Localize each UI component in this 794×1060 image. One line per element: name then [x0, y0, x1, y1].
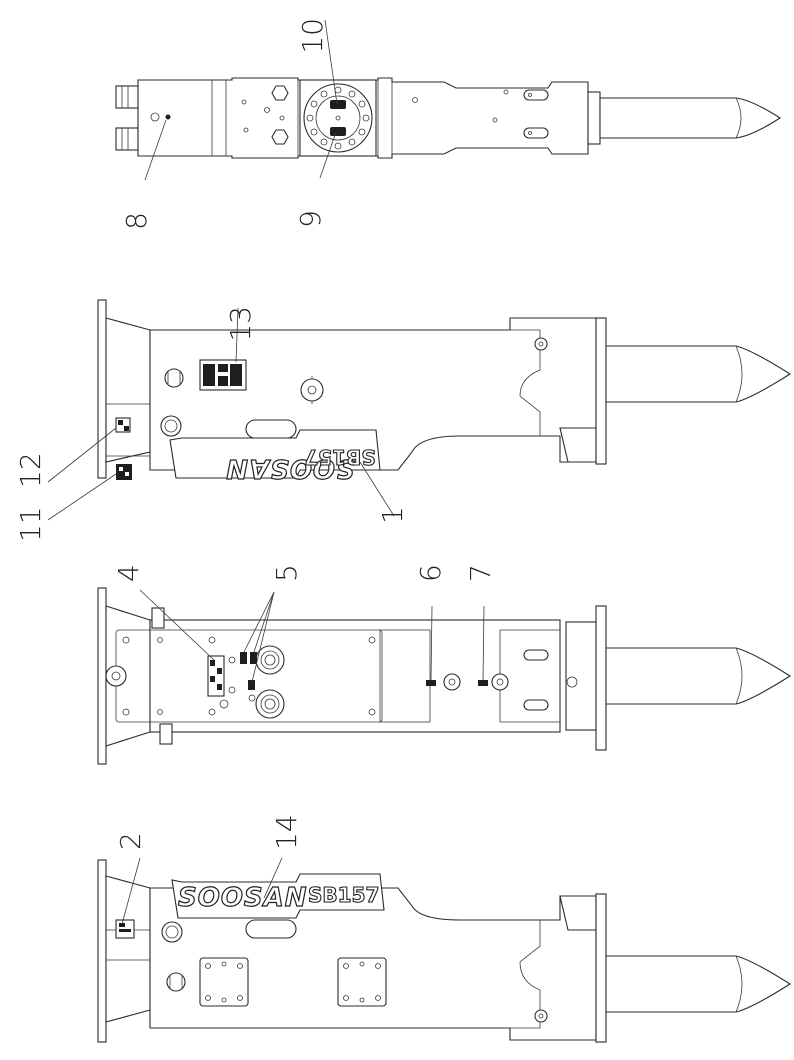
side-view-right: SOOSAN SOOSAN SB157 [97, 299, 792, 484]
callout-10: 10 [296, 18, 329, 54]
callout-6: 6 [414, 564, 447, 582]
callout-7: 7 [464, 564, 497, 582]
top-plate-4 [97, 859, 107, 1043]
chisel-side-4 [605, 955, 792, 1013]
label-5a [240, 652, 247, 664]
label-10-plate [330, 100, 346, 109]
decal-model-4: SB157 [308, 883, 379, 907]
decal-brand-4: SOOSAN [178, 883, 308, 913]
chisel-front [605, 647, 792, 705]
cover-plate-b [337, 957, 387, 1007]
label-5b [250, 652, 257, 664]
callout-11: 11 [14, 506, 47, 542]
callout-2: 2 [114, 832, 147, 850]
chisel-collar [587, 91, 601, 145]
decal-panel-2 [169, 429, 381, 479]
top-plate-2 [97, 299, 107, 479]
callout-1: 1 [376, 506, 409, 524]
label-9-plate [330, 127, 346, 136]
label-7-plate [478, 680, 488, 686]
callout-14: 14 [270, 814, 303, 850]
decal-panel-4 [171, 873, 385, 919]
decal-model-2: SB157 [304, 445, 375, 469]
callout-12: 12 [14, 452, 47, 488]
chisel-side-2 [605, 345, 792, 403]
flange-ring [303, 83, 373, 153]
callout-8: 8 [120, 212, 153, 230]
front-view [97, 587, 792, 765]
callout-9: 9 [294, 210, 327, 228]
top-view [115, 77, 782, 159]
lower-plate-4 [595, 893, 607, 1043]
flange-bolts [306, 86, 370, 150]
label-6-plate [426, 680, 436, 686]
callout-4: 4 [112, 564, 145, 582]
callout-5: 5 [270, 564, 303, 582]
side-view-left: SOOSAN SB157 [97, 859, 792, 1043]
chisel-top [599, 97, 782, 139]
lower-plate-3 [595, 605, 607, 751]
label-11-plate [116, 464, 132, 480]
decal-brand-2-flipped: SOOSAN [225, 453, 355, 483]
fitting-top [115, 85, 139, 109]
label-5c [248, 680, 255, 690]
cover-plate-a [199, 957, 249, 1007]
callout-13: 13 [224, 306, 257, 342]
top-plate-3 [97, 587, 107, 765]
lower-plate-2 [595, 317, 607, 465]
fitting-bottom [115, 127, 139, 151]
